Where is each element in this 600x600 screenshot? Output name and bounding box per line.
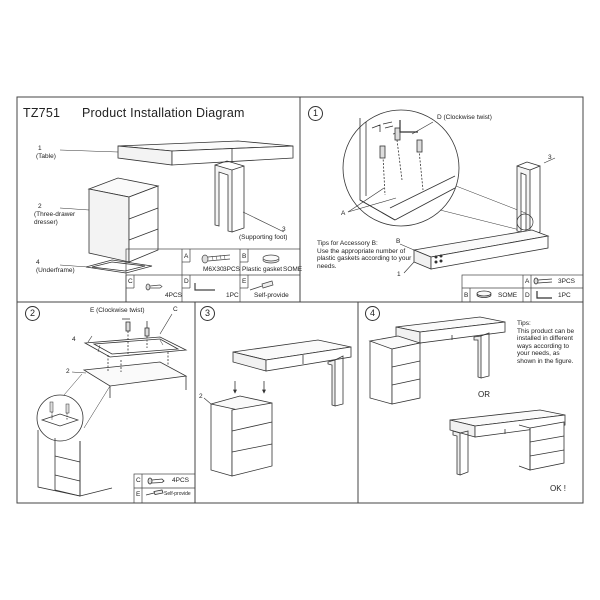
part4-name: (Underframe) (36, 267, 75, 274)
step2-legend-e-label: Self-provide (164, 491, 191, 497)
step2-underframe (83, 336, 188, 358)
step2-part4: 4 (72, 336, 76, 343)
step1-part-b: B (396, 238, 401, 245)
step2-e-label: E (Clockwise twist) (90, 307, 145, 314)
part3-number: 3 (282, 226, 286, 233)
step4-number: 4 (365, 306, 380, 321)
step1-part3: 3 (548, 154, 552, 161)
screwdriver-e-icon (249, 280, 274, 291)
step4-ok-label: OK ! (550, 484, 567, 493)
part4-number: 4 (36, 259, 40, 266)
step4-tips: Tips: This product can be installed in d… (517, 320, 575, 365)
gasket-b-icon (262, 254, 280, 264)
part1-name: (Table) (36, 153, 56, 160)
step1-leg-drawing (516, 157, 556, 237)
hex-key-d-icon (194, 283, 215, 291)
step1-legend-a-letter: A (525, 278, 530, 285)
step3-dresser (203, 395, 273, 477)
diagram-title: Product Installation Diagram (82, 106, 245, 120)
parts-b-label: Plastic gasket (242, 266, 283, 273)
step2-legend-screwdriver-icon (145, 489, 164, 496)
step1-legend-a-qty: 3PCS (558, 278, 575, 285)
step2-panel (36, 313, 196, 504)
step2-screws (87, 313, 173, 354)
step1-legend-d-letter: D (525, 292, 530, 299)
part1-number: 1 (38, 145, 42, 152)
step2-c-label: C (173, 306, 178, 313)
part2-name: (Three-drawer dresser) (34, 211, 76, 226)
part3-name: (Supporting foot) (239, 234, 288, 241)
parts-b-letter: B (242, 253, 247, 260)
model-number: TZ751 (23, 106, 61, 120)
step4-or-label: OR (478, 390, 490, 399)
step2-dresser-body (37, 430, 113, 497)
magnifier-circle (342, 109, 460, 227)
underframe-drawing (85, 259, 153, 274)
parts-d-letter: D (184, 278, 189, 285)
parts-a-qty: 3PCS (223, 266, 240, 273)
magnified-table-corner (359, 118, 456, 221)
config-dresser-right (449, 409, 566, 476)
step3-part2: 2 (199, 393, 203, 400)
step1-panel (342, 109, 584, 303)
legend-bolt-icon (533, 277, 553, 285)
step1-tips: Tips for Accessory B: Use the appropriat… (317, 240, 412, 270)
step1-legend-b-qty: SOME (498, 292, 518, 299)
step1-legend-b-letter: B (464, 292, 469, 299)
supporting-foot-drawing (214, 160, 245, 233)
step1-number: 1 (308, 106, 323, 121)
bolt-a-icon (201, 254, 231, 264)
parts-a-letter: A (184, 253, 189, 260)
dresser-drawing (87, 177, 160, 263)
parts-e-letter: E (242, 278, 247, 285)
legend-hex-key-icon (536, 291, 552, 299)
parts-d-qty: 1PC (226, 292, 239, 299)
step2-legend-screw-icon (147, 477, 165, 485)
overview-panel (59, 140, 294, 274)
step2-dresser-top (71, 352, 188, 398)
step2-part2: 2 (66, 368, 70, 375)
table-top-drawing (117, 140, 294, 166)
part2-number: 2 (38, 203, 42, 210)
step2-legend-c-qty: 4PCS (172, 477, 189, 484)
step4-panel (368, 316, 566, 476)
step2-legend-e-letter: E (136, 491, 141, 498)
step1-legend-d-qty: 1PC (558, 292, 571, 299)
parts-a-label: M6X30 (203, 266, 224, 273)
step3-panel (203, 339, 352, 477)
step1-a-label: A (341, 210, 346, 217)
step1-d-label: D (Clockwise twist) (437, 114, 492, 121)
step3-table (232, 339, 352, 407)
config-dresser-left (368, 316, 506, 405)
parts-b-qty: SOME (283, 266, 303, 273)
step2-number: 2 (25, 306, 40, 321)
legend-gasket-icon (476, 290, 492, 298)
step1-table-top (399, 229, 550, 274)
screw-c-icon (145, 283, 163, 291)
step1-part1: 1 (397, 271, 401, 278)
parts-box (125, 248, 301, 303)
step3-number: 3 (200, 306, 215, 321)
step2-legend-c-letter: C (136, 477, 141, 484)
parts-c-qty: 4PCS (165, 292, 182, 299)
parts-c-letter: C (128, 278, 133, 285)
step2-magnifier (36, 394, 84, 442)
parts-e-label: Self-provide (254, 292, 289, 299)
